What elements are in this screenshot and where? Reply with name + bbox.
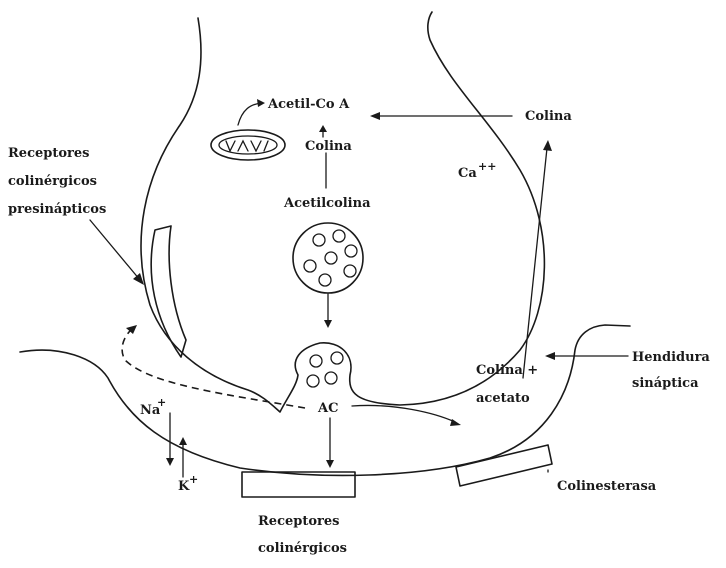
synaptic-vesicle	[293, 223, 363, 293]
arrow-ac-to-colinesterasa	[352, 405, 455, 422]
pointer-presynaptic-receptor	[90, 220, 140, 280]
presynaptic-receptor-patch	[151, 226, 186, 357]
colinesterasa-patch	[456, 445, 552, 486]
label-hendidura-2: sináptica	[632, 376, 699, 391]
label-receptores-post-2: colinérgicos	[258, 541, 347, 556]
label-na-charge: +	[157, 396, 166, 409]
dashed-arrow-ac-to-receptor	[122, 329, 305, 408]
label-calcium-charge: ++	[478, 160, 496, 173]
label-k-charge: +	[189, 473, 198, 486]
label-colinesterasa: Colinesterasa	[557, 479, 657, 494]
label-colina-acetato-1: Colina +	[476, 363, 538, 378]
label-receptores-pre-3: presinápticos	[8, 202, 106, 217]
label-colina-right: Colina	[525, 109, 572, 124]
label-calcium: Ca	[458, 166, 477, 181]
mitochondrion	[211, 130, 285, 160]
label-ac: AC	[317, 401, 338, 416]
label-receptores-pre-2: colinérgicos	[8, 174, 97, 189]
exocytosis-vesicle	[307, 352, 343, 387]
presynaptic-terminal-outline	[141, 12, 544, 412]
label-receptores-pre-1: Receptores	[8, 146, 89, 161]
label-colina-top: Colina	[305, 139, 352, 154]
label-hendidura-1: Hendidura	[632, 350, 710, 365]
label-acetil-coa: Acetil-Co A	[267, 97, 350, 112]
label-colina-acetato-2: acetato	[476, 391, 530, 406]
label-acetilcolina: Acetilcolina	[283, 196, 371, 211]
label-receptores-post-1: Receptores	[258, 514, 339, 529]
